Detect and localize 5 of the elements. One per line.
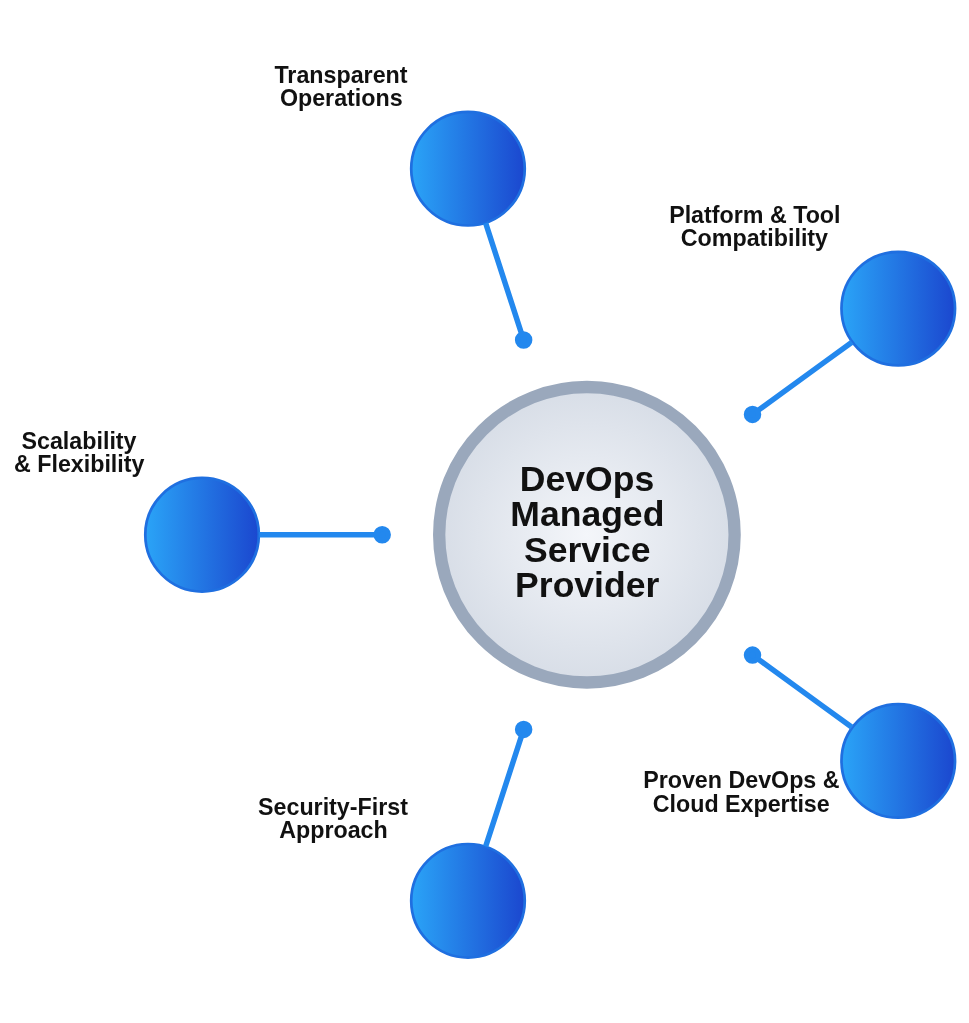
node-label: Transparent Operations	[274, 61, 408, 111]
node-label: Scalability & Flexibility	[13, 427, 145, 477]
node-label: Proven DevOps & Cloud Expertise	[643, 767, 840, 817]
node-label: Platform & Tool Compatibility	[669, 201, 841, 251]
node-label: Security-First Approach	[258, 793, 408, 843]
